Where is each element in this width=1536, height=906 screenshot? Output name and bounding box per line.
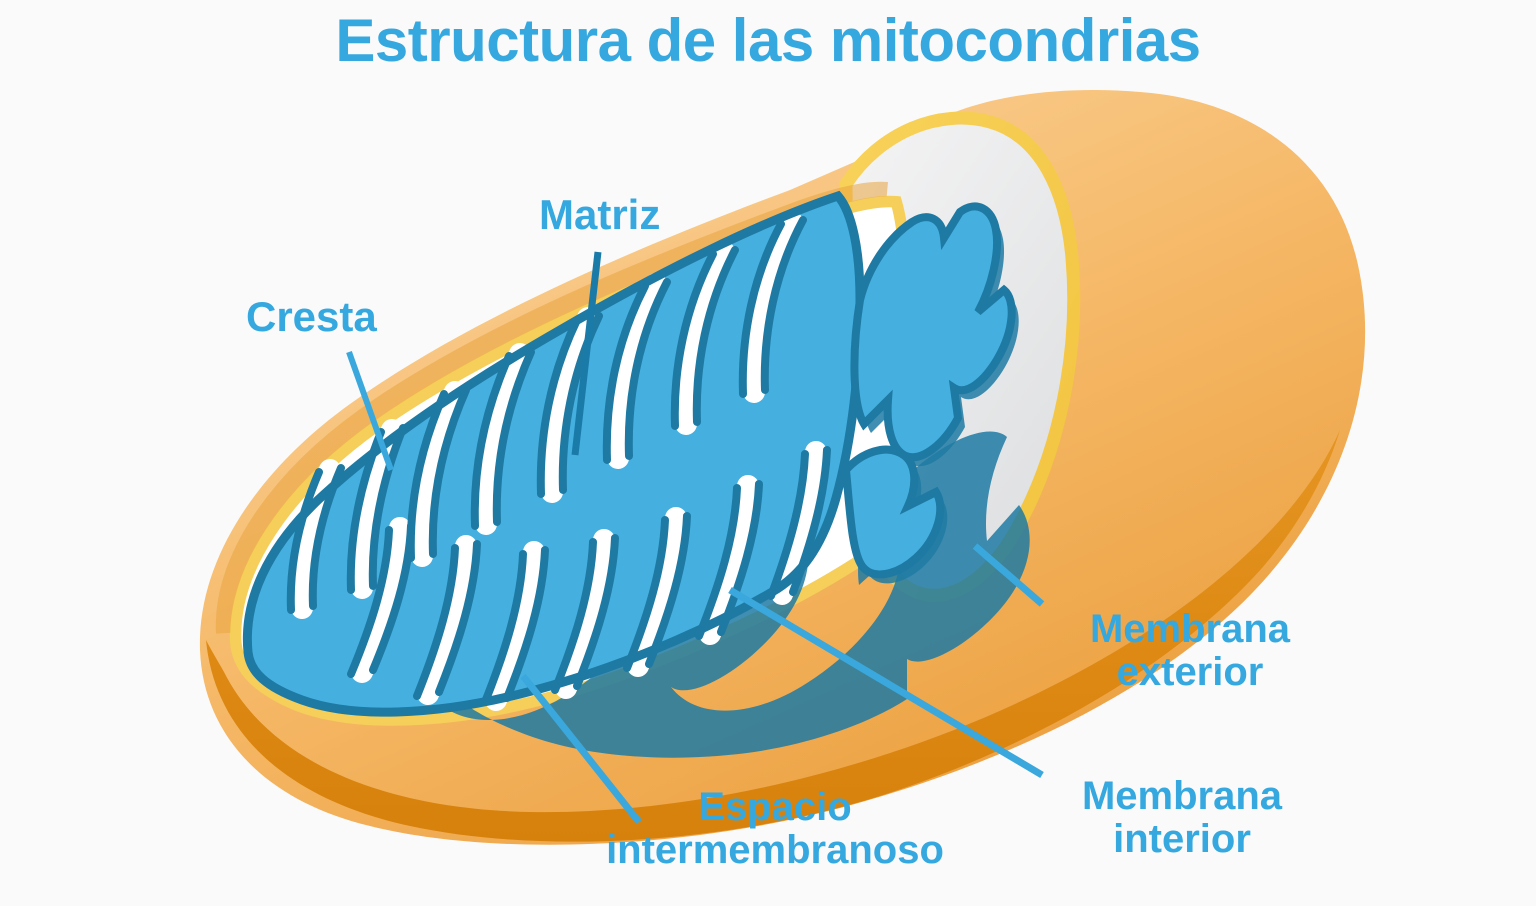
leader-line-espacio <box>520 673 642 825</box>
cristae-cut-face <box>841 202 1019 584</box>
label-membrana-exterior: Membrana exterior <box>1089 607 1291 695</box>
label-cresta: Cresta <box>246 293 377 340</box>
cristae-group <box>242 190 1030 758</box>
cristae-cut-face-tongue <box>841 445 945 579</box>
cristae-slit-edges <box>286 216 831 706</box>
leader-lines <box>346 251 1045 825</box>
label-matriz: Matriz <box>539 191 661 238</box>
leader-line-cresta <box>346 350 394 472</box>
leader-line-membrana-exterior <box>972 543 1045 607</box>
page-title: Estructura de las mitocondrias <box>335 7 1201 74</box>
label-espacio-intermembranoso: Espacio intermembranoso <box>606 785 944 873</box>
leader-line-matriz <box>571 251 602 456</box>
label-membrana-interior: Membrana interior <box>1081 774 1283 862</box>
leader-line-membrana-interior <box>728 586 1044 779</box>
cristae-slits <box>290 211 827 711</box>
cristae-cut-face-shape <box>850 202 1016 462</box>
